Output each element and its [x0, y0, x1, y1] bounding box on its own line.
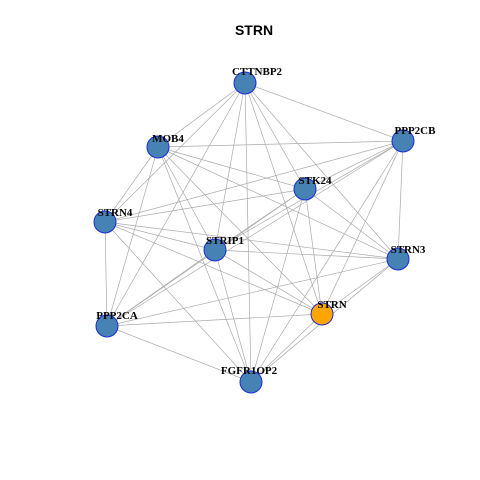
node-label-fgfr1op2: FGFR1OP2 [221, 365, 278, 377]
node-circle-cttnbp2 [233, 71, 257, 95]
node-ppp2ca: PPP2CA [95, 310, 138, 338]
node-circle-ppp2ca [95, 314, 119, 338]
edge-ppp2ca-fgfr1op2 [106, 325, 252, 383]
node-label-strip1: STRIP1 [206, 235, 244, 247]
node-label-strn4: STRN4 [98, 207, 133, 219]
edge-cttnbp2-mob4 [157, 82, 246, 148]
edges-layer [104, 82, 404, 383]
edge-strn4-strip1 [104, 221, 216, 251]
edge-strn4-strn3 [104, 221, 399, 260]
node-strn: STRN [310, 299, 347, 326]
node-circle-ppp2cb [391, 129, 415, 153]
node-ppp2cb: PPP2CB [391, 125, 437, 153]
edge-strip1-fgfr1op2 [214, 249, 252, 383]
edge-strip1-strn3 [214, 249, 399, 260]
node-circle-strn [310, 302, 334, 326]
node-circle-fgfr1op2 [239, 370, 263, 394]
edge-mob4-ppp2ca [106, 146, 159, 327]
edge-strn4-strn [104, 221, 323, 315]
node-stk24: STK24 [293, 175, 332, 201]
edge-stk24-strn3 [304, 188, 399, 260]
edge-cttnbp2-fgfr1op2 [244, 82, 252, 383]
node-circle-stk24 [293, 177, 317, 201]
node-label-strn: STRN [317, 299, 346, 311]
edge-strip1-ppp2ca [106, 249, 216, 327]
edge-mob4-strn4 [104, 146, 159, 223]
node-strn4: STRN4 [93, 207, 133, 234]
node-strn3: STRN3 [386, 244, 426, 271]
node-label-mob4: MOB4 [152, 133, 184, 145]
edge-strn3-strn [321, 258, 399, 315]
edge-cttnbp2-strn [244, 82, 323, 315]
node-circle-mob4 [146, 135, 170, 159]
edge-strip1-strn [214, 249, 323, 315]
edge-stk24-fgfr1op2 [250, 188, 306, 383]
node-label-cttnbp2: CTTNBP2 [232, 66, 283, 78]
edge-ppp2cb-strn3 [397, 140, 404, 260]
edge-stk24-strn4 [104, 188, 306, 223]
node-circle-strn4 [93, 210, 117, 234]
diagram-title: STRN [235, 22, 273, 38]
node-cttnbp2: CTTNBP2 [232, 66, 283, 95]
node-mob4: MOB4 [146, 133, 184, 159]
edge-strn-fgfr1op2 [250, 313, 323, 383]
edge-mob4-strn [157, 146, 323, 315]
edge-cttnbp2-strn4 [104, 82, 246, 223]
edge-ppp2cb-ppp2ca [106, 140, 404, 327]
edge-stk24-strn [304, 188, 323, 315]
edge-cttnbp2-ppp2ca [106, 82, 246, 327]
edge-ppp2cb-strn [321, 140, 404, 315]
edge-strn4-ppp2ca [104, 221, 108, 327]
node-circle-strn3 [386, 247, 410, 271]
edge-mob4-strn3 [157, 146, 399, 260]
edge-cttnbp2-stk24 [244, 82, 306, 190]
edge-ppp2cb-strn4 [104, 140, 404, 223]
node-label-strn3: STRN3 [391, 244, 426, 256]
edge-cttnbp2-ppp2cb [244, 82, 404, 142]
node-circle-strip1 [203, 238, 227, 262]
node-label-ppp2ca: PPP2CA [96, 310, 138, 322]
edge-mob4-strip1 [157, 146, 216, 251]
edge-ppp2cb-fgfr1op2 [250, 140, 404, 383]
edge-strn-ppp2ca [106, 313, 323, 327]
edge-cttnbp2-strn3 [244, 82, 399, 260]
edge-ppp2cb-stk24 [304, 140, 404, 190]
node-strip1: STRIP1 [203, 235, 244, 262]
node-label-ppp2cb: PPP2CB [395, 125, 437, 137]
edge-strn4-fgfr1op2 [104, 221, 252, 383]
edge-cttnbp2-strip1 [214, 82, 246, 251]
edge-strn3-ppp2ca [106, 258, 399, 327]
node-fgfr1op2: FGFR1OP2 [221, 365, 278, 394]
edge-ppp2cb-mob4 [157, 140, 404, 148]
edge-mob4-stk24 [157, 146, 306, 190]
node-label-stk24: STK24 [298, 175, 332, 187]
